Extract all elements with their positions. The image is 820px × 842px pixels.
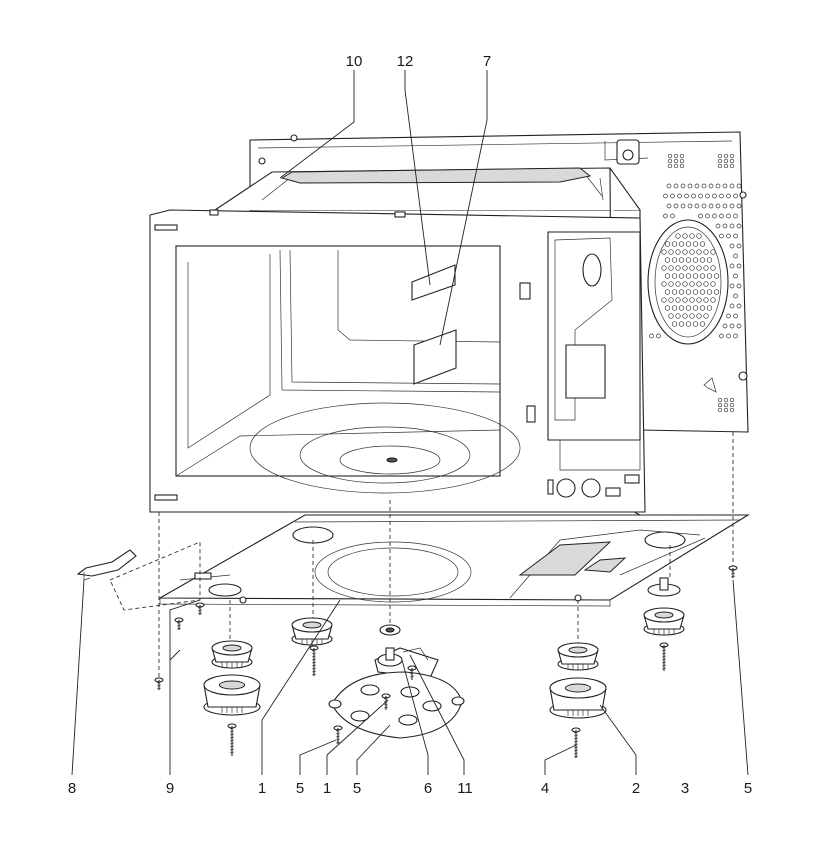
base-plate (157, 514, 750, 607)
callout-7: 7 (483, 53, 491, 70)
callout-1-left: 1 (258, 780, 266, 797)
callout-8: 8 (68, 780, 76, 797)
callout-5-right: 5 (744, 780, 752, 797)
callout-1-center: 1 (323, 780, 331, 797)
vent-holes (661, 233, 720, 327)
bracket-part (76, 549, 137, 581)
hole-clusters (649, 153, 742, 413)
callout-5-left: 5 (296, 780, 304, 797)
screws (154, 565, 738, 758)
callout-5-center: 5 (353, 780, 361, 797)
callout-9: 9 (166, 780, 174, 797)
callout-11: 11 (457, 780, 473, 797)
gasket-plate (328, 671, 465, 739)
front-frame (149, 209, 646, 513)
callout-6: 6 (424, 780, 432, 797)
callout-10: 10 (346, 53, 363, 70)
callout-labels: 10 12 7 8 9 1 5 1 5 6 11 4 2 3 5 (68, 53, 752, 797)
turntable-motor (374, 624, 439, 679)
callout-2: 2 (632, 780, 640, 797)
leader-lines (71, 70, 749, 776)
callout-3: 3 (681, 780, 689, 797)
callout-4: 4 (541, 780, 549, 797)
callout-12: 12 (397, 53, 414, 70)
feet (203, 577, 685, 719)
